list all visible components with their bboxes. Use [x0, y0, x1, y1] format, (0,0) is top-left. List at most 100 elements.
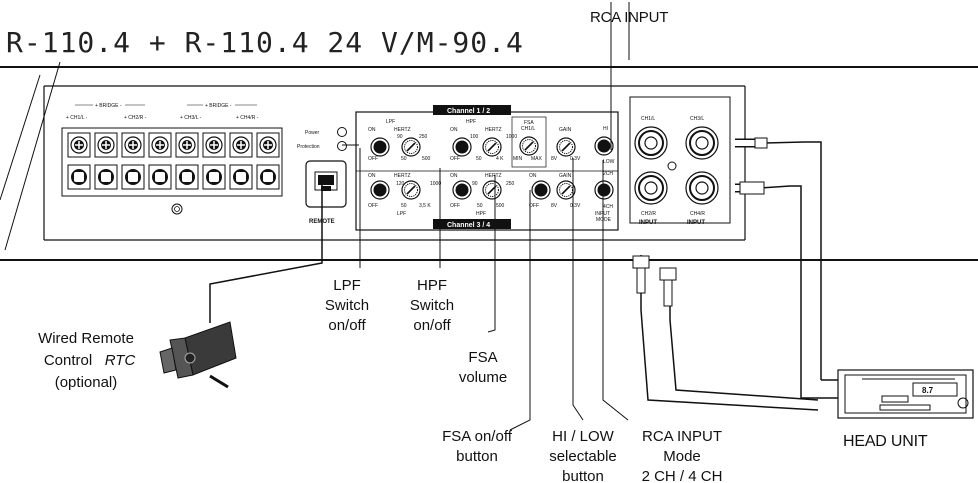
fsa-bot-off-label: OFF — [529, 203, 539, 209]
lpf-top-label: LPF — [386, 119, 395, 125]
power-led-icon — [337, 127, 347, 137]
speaker-terminal-screw — [148, 132, 172, 190]
rca-ch2r-label: CH2/R — [641, 211, 656, 217]
hi-low-button[interactable] — [594, 136, 614, 156]
power-led-label: Power — [305, 130, 320, 136]
hpf-bot-off-label: OFF — [450, 203, 460, 209]
fsa-button-label-1: FSA on/off — [442, 428, 513, 445]
head-unit-display: 8.7 — [922, 386, 934, 395]
hpf-switch-ch12[interactable] — [452, 137, 472, 157]
hpf-switch-ch34[interactable] — [452, 180, 472, 200]
channel-12-label: Channel 1 / 2 — [447, 108, 490, 115]
protection-led-icon — [337, 141, 347, 151]
fsa-max-label: MAX — [531, 156, 543, 162]
crossover-control-panel: Channel 1 / 2 Channel 3 / 4 LPF HERTZ 90… — [355, 105, 619, 231]
rca-input-label-b: INPUT — [687, 220, 705, 226]
hpf-frequency-knob-ch12[interactable] — [482, 137, 502, 157]
rca-jack-ch3l[interactable] — [685, 126, 719, 160]
hpf-switch-label-2: Switch — [410, 297, 454, 314]
fsa-volume-label-2: volume — [459, 369, 507, 386]
remote-label-2: Control — [44, 352, 92, 369]
hpf-frequency-knob-ch34[interactable] — [482, 180, 502, 200]
terminal-label-ch2: + CH2/R - — [124, 115, 147, 121]
gain-top-label: GAIN — [559, 127, 572, 133]
hertz-top-label-1: HERTZ — [394, 127, 411, 133]
hertz-bot-label-2: HERTZ — [485, 173, 502, 179]
callout-lines — [342, 144, 629, 431]
fsa-button-label-2: button — [456, 448, 498, 465]
lpf-top-max: 500 — [422, 156, 431, 162]
rca-jack-ch2r[interactable] — [634, 171, 668, 205]
hpf-bot-d: 500 — [496, 203, 505, 209]
head-unit: 8.7 — [837, 369, 974, 419]
gain-bot-max: 0.3V — [570, 203, 581, 209]
lpf-bot-a: 120 — [396, 181, 405, 187]
hpf-bot-c: 50 — [477, 203, 483, 209]
lpf-bot-label: LPF — [397, 211, 406, 217]
rca-mode-label-2: Mode — [663, 448, 701, 465]
gain-knob-ch34[interactable] — [556, 180, 576, 200]
remote-cable — [209, 178, 323, 323]
lpf-switch-ch34[interactable] — [370, 180, 390, 200]
rca-jack-ch4r[interactable] — [685, 171, 719, 205]
hpf-top-c: 50 — [476, 156, 482, 162]
lpf-bot-c: 50 — [401, 203, 407, 209]
rca-cables — [610, 2, 838, 411]
lpf-on-label: ON — [368, 127, 376, 133]
lpf-switch-label-2: Switch — [325, 297, 369, 314]
speaker-terminal-block: + BRIDGE - + BRIDGE - + CH1/L - + CH2/R … — [61, 103, 283, 215]
remote-label-1: Wired Remote — [38, 330, 134, 347]
hilow-label-2: selectable — [549, 448, 617, 465]
hpf-top-a: 100 — [470, 134, 479, 140]
hpf-top-d: 4 K — [496, 156, 504, 162]
terminal-label-ch1: + CH1/L - — [66, 115, 88, 121]
hertz-top-label-2: HERTZ — [485, 127, 502, 133]
lpf-frequency-knob-ch12[interactable] — [401, 137, 421, 157]
hpf-bot-label: HPF — [476, 211, 486, 217]
lpf-frequency-knob-ch34[interactable] — [401, 180, 421, 200]
speaker-terminal-screw — [67, 132, 91, 190]
fsa-on-off-button[interactable] — [531, 180, 551, 200]
hilow-label-1: HI / LOW — [552, 428, 615, 445]
rca-mode-label-1: RCA INPUT — [642, 428, 722, 445]
remote-jack: REMOTE — [305, 160, 347, 225]
gain-bot-label: GAIN — [559, 173, 572, 179]
hpf-bot-b: 250 — [506, 181, 515, 187]
gain-knob-ch12[interactable] — [556, 137, 576, 157]
hpf-switch-label-1: HPF — [417, 277, 447, 294]
lpf-switch-label-1: LPF — [333, 277, 361, 294]
remote-label-4: (optional) — [55, 374, 118, 391]
gain-top-min: 8V — [551, 156, 558, 162]
hpf-top-label: HPF — [466, 119, 476, 125]
head-unit-label: HEAD UNIT — [843, 433, 928, 450]
hpf-off-label: OFF — [450, 156, 460, 162]
low-label: LOW — [603, 159, 615, 165]
channel-34-label: Channel 3 / 4 — [447, 222, 490, 229]
bridge-label-2: + BRIDGE - — [205, 103, 232, 109]
lpf-off-label: OFF — [368, 156, 378, 162]
lpf-switch-label-3: on/off — [328, 317, 366, 334]
fsa-bot-on-label: ON — [529, 173, 537, 179]
wired-remote-device — [159, 321, 237, 389]
gain-top-max: 0.3V — [570, 156, 581, 162]
input-mode-button[interactable] — [594, 180, 614, 200]
speaker-terminal-screw — [175, 132, 199, 190]
fsa-ch-label: CH1/L — [521, 126, 535, 132]
speaker-terminal-screw — [121, 132, 145, 190]
rca-input-block: CH1/L CH3/L CH2/R CH4/R INPUT INPUT — [629, 96, 731, 226]
terminal-label-ch3: + CH3/L - — [180, 115, 202, 121]
remote-label-3: RTC — [105, 352, 136, 369]
2ch-label: 2CH — [603, 171, 613, 177]
fsa-volume-knob[interactable] — [519, 136, 539, 156]
rca-ch1l-label: CH1/L — [641, 116, 655, 122]
rca-jack-ch1l[interactable] — [634, 126, 668, 160]
fsa-panel-label: FSA — [524, 120, 534, 126]
lpf-switch-ch12[interactable] — [370, 137, 390, 157]
lpf-bot-b: 1000 — [430, 181, 441, 187]
amplifier-back-panel — [0, 61, 978, 261]
protection-led-label: Protection — [297, 144, 320, 150]
hilow-label-3: button — [562, 468, 604, 483]
terminal-label-ch4: + CH4/R - — [236, 115, 259, 121]
rca-input-label-a: INPUT — [639, 220, 657, 226]
